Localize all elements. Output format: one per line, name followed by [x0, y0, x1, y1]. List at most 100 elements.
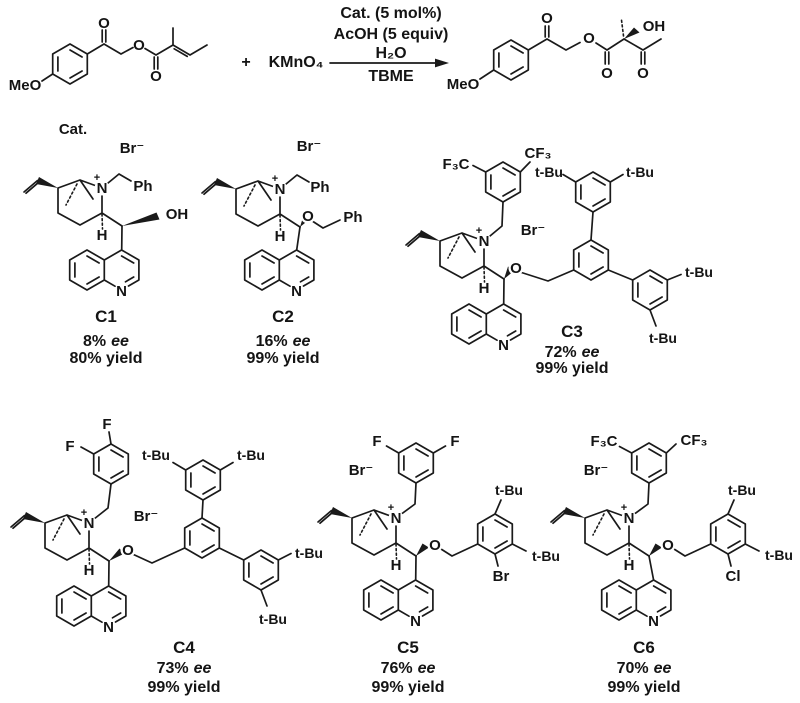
quinoline-ring: [364, 580, 433, 620]
tbu-label-right: t-Bu: [765, 547, 793, 563]
ammonium-n-label: N: [624, 510, 635, 527]
yield-value: 99% yield: [148, 679, 221, 696]
ketone-o-label: O: [98, 15, 110, 32]
benzyl-ph-label: Ph: [310, 179, 329, 196]
wedge-bond-o: [109, 548, 125, 561]
wedge-bond-o: [416, 543, 429, 556]
f3c-label: F₃C: [443, 156, 470, 173]
ee-value: 70%ee: [617, 660, 672, 677]
ee-number: 16%: [256, 333, 288, 350]
arrow-head: [435, 58, 449, 68]
ee-value: 16% ee: [256, 333, 311, 350]
oxidant-formula: KMnO₄: [269, 54, 324, 71]
bond-framework: [41, 27, 208, 82]
methoxy-label: MeO: [9, 77, 42, 94]
ee-unit: ee: [582, 344, 600, 361]
ketone2-o-label: O: [637, 65, 649, 82]
ee-value: 76%ee: [381, 660, 436, 677]
tbu-bromo-aryl-ring: [476, 513, 514, 555]
ether-o-label: O: [429, 537, 441, 554]
tbu-label-top-right: t-Bu: [237, 447, 265, 463]
ditbu-aryl-ring-top: [184, 459, 222, 501]
yield-value: 99% yield: [608, 679, 681, 696]
stereo-h-label: H: [97, 227, 108, 244]
label-mask: [660, 537, 676, 553]
plus-charge-label: +: [81, 507, 87, 519]
vinyl-group: [405, 229, 441, 248]
wedge-bond-oh: [624, 27, 640, 39]
label-mask: [81, 515, 97, 531]
vinyl-group: [550, 506, 586, 525]
difluoro-benzyl-ring: [397, 442, 435, 484]
tbu-label-top-left: t-Bu: [142, 447, 170, 463]
condition-acid: AcOH (5 equiv): [334, 26, 449, 43]
tbu-label-top-left: t-Bu: [535, 164, 563, 180]
quinoline-n-label: N: [648, 613, 659, 630]
reaction-arrow: [329, 58, 449, 68]
vinyl-group: [317, 506, 353, 525]
bond-framework: [385, 445, 527, 581]
stereo-h-label: H: [275, 228, 286, 245]
ee-unit: ee: [293, 333, 311, 350]
hydroxyl-label: OH: [166, 206, 189, 223]
ester-carbonyl-o-label: O: [150, 68, 162, 85]
wedge-bond-oh: [122, 212, 160, 226]
label-mask: [476, 233, 492, 249]
bond-framework: [472, 161, 682, 327]
catalyst-id: C5: [397, 638, 419, 657]
catalyst-section-label: Cat.: [59, 121, 87, 138]
cf3-label: CF₃: [681, 432, 708, 449]
quinoline-ring: [70, 250, 139, 290]
bromide-counterion-label: Br⁻: [521, 222, 546, 239]
f-label-left: F: [372, 433, 381, 450]
label-mask: [272, 181, 288, 197]
bond-framework: [479, 25, 662, 80]
quinoline-ring: [57, 586, 126, 626]
quinoline-n-label: N: [291, 283, 302, 300]
wedge-bond-o: [649, 543, 662, 556]
label-mask: [621, 510, 637, 526]
bromide-counterion-label: Br⁻: [349, 462, 374, 479]
f-label-right: F: [450, 433, 459, 450]
label-mask: [388, 510, 404, 526]
yield-value: 99% yield: [247, 350, 320, 367]
quinoline-ring: [245, 250, 314, 290]
label-mask: [300, 208, 316, 224]
ester-o-label: O: [133, 37, 145, 54]
vinyl-group: [201, 177, 237, 196]
bromide-counterion-label: Br⁻: [120, 140, 145, 157]
ammonium-n-label: N: [97, 180, 108, 197]
reaction-equation: MeO O O O + KMnO₄ Cat. (5 mol%) AcOH (5 …: [9, 5, 666, 94]
bromide-counterion-label: Br⁻: [297, 138, 322, 155]
quinuclidinium-core: [235, 180, 301, 231]
catalyst-c2: N + Ph O Ph H Br⁻ N C2 16%ee 99% yield: [201, 138, 363, 367]
ether-o-label: O: [302, 208, 314, 225]
plus-charge-label: +: [272, 173, 278, 185]
ammonium-n-label: N: [275, 181, 286, 198]
hydroxyl-label: OH: [643, 18, 666, 35]
bromide-counterion-label: Br⁻: [134, 508, 159, 525]
reaction-conditions: Cat. (5 mol%) AcOH (5 equiv) H₂O TBME: [334, 5, 449, 85]
ee-value: 8%ee: [83, 333, 129, 350]
quinuclidinium-core: [44, 514, 110, 565]
difluoro-benzyl-ring: [92, 443, 130, 485]
catalyst-c4: N + F F Br⁻ O t-Bu t-Bu t-Bu t-Bu H N C4…: [10, 416, 323, 696]
tbu-label-right: t-Bu: [295, 545, 323, 561]
ditbu-aryl-ring-top: [574, 171, 612, 213]
tbu-label-top: t-Bu: [495, 482, 523, 498]
ee-unit: ee: [194, 660, 212, 677]
condition-above-arrow: H₂O: [375, 45, 406, 62]
obenzyl-ph-label: Ph: [343, 209, 362, 226]
ester-o-label: O: [583, 30, 595, 47]
br-substituent-label: Br: [493, 568, 510, 585]
ee-value: 72%ee: [545, 344, 600, 361]
quinuclidinium-core: [351, 509, 417, 560]
ditbu-aryl-ring-bottom: [631, 269, 669, 311]
yield-value: 99% yield: [372, 679, 445, 696]
benzene-ring: [51, 43, 89, 85]
stereo-h-label: H: [479, 280, 490, 297]
ether-o-label: O: [510, 260, 522, 277]
tbu-label-top-right: t-Bu: [626, 164, 654, 180]
